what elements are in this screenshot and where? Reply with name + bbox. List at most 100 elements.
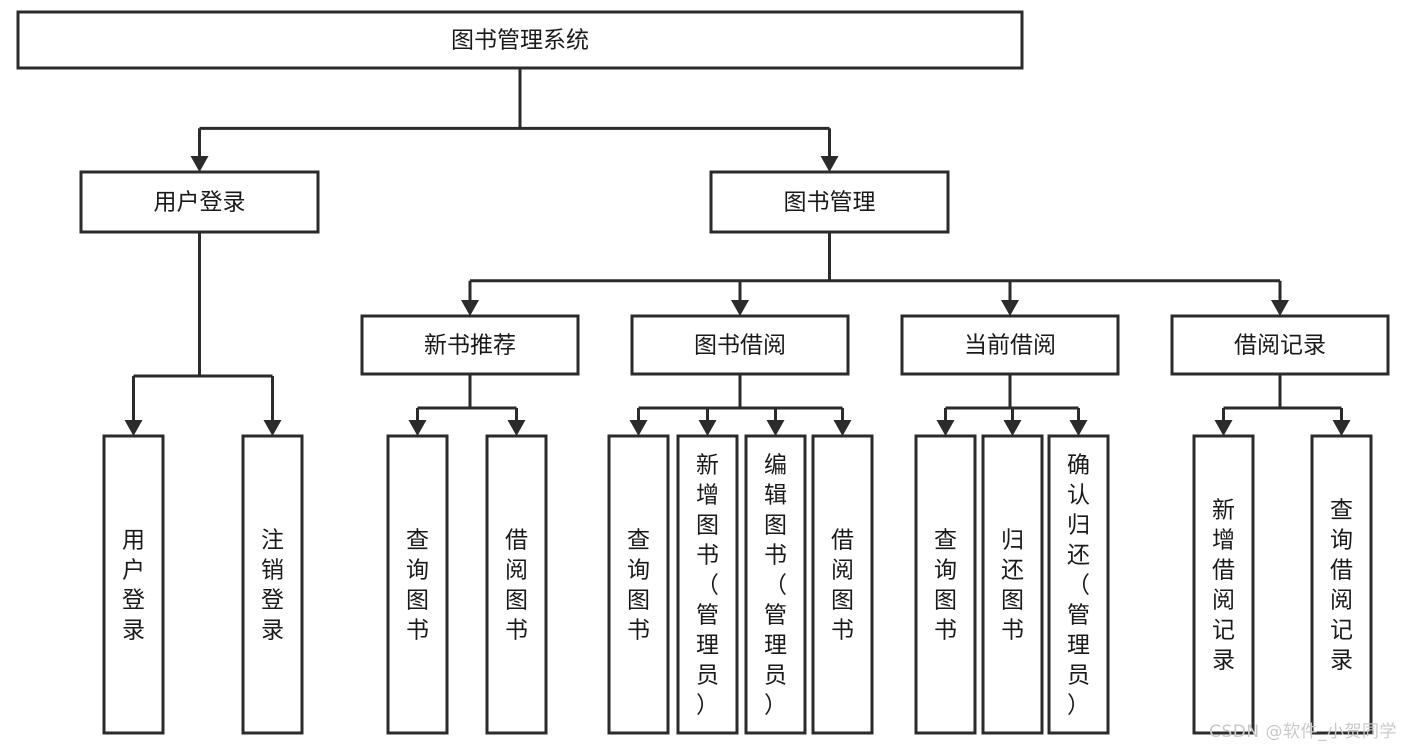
node-leaf-user-login[interactable]: 用户登录 xyxy=(102,434,165,735)
arrow-head-icon xyxy=(461,300,479,316)
node-label-char: 确 xyxy=(1067,452,1090,478)
arrow-head-icon xyxy=(408,420,427,436)
node-label-char: 书 xyxy=(406,617,429,643)
edge-group-newbook xyxy=(408,374,526,436)
node-label-char: 图 xyxy=(764,512,787,538)
node-label-char: 阅 xyxy=(505,557,528,583)
node-label-char: ） xyxy=(696,692,719,718)
node-label-char: 询 xyxy=(627,557,650,583)
node-label-char: 还 xyxy=(1067,542,1090,568)
node-label-char: 询 xyxy=(1330,527,1353,553)
node-box xyxy=(386,434,449,735)
arrow-head-icon xyxy=(1001,300,1019,316)
node-label-char: 阅 xyxy=(1212,587,1235,613)
node-label-char: 书 xyxy=(505,617,528,643)
node-label: 用户登录 xyxy=(154,190,246,216)
node-box xyxy=(630,314,850,376)
node-label-char: 理 xyxy=(696,632,719,658)
node-box xyxy=(360,314,580,376)
edge-group-records xyxy=(1214,374,1351,436)
node-label: 借阅记录 xyxy=(1234,333,1326,359)
arrow-head-icon xyxy=(263,420,282,436)
node-label-char: 用 xyxy=(122,527,145,553)
node-bookmgmt[interactable]: 图书管理 xyxy=(709,170,950,234)
node-label-char: 查 xyxy=(1330,497,1353,523)
node-box xyxy=(900,314,1120,376)
arrow-head-icon xyxy=(629,420,648,436)
node-label-char: ） xyxy=(1067,692,1090,718)
node-label-char: 查 xyxy=(627,527,650,553)
node-label-char: 新 xyxy=(1212,497,1235,523)
node-label-char: 查 xyxy=(934,527,957,553)
node-box xyxy=(709,170,950,234)
node-label-char: 登 xyxy=(261,587,284,613)
arrow-head-icon xyxy=(124,420,143,436)
node-root[interactable]: 图书管理系统 xyxy=(16,10,1024,70)
node-label-char: 查 xyxy=(406,527,429,553)
node-label-char: 借 xyxy=(1212,557,1235,583)
node-label-char: 图 xyxy=(627,587,650,613)
node-label-char: 辑 xyxy=(764,482,787,508)
node-label-char: 登 xyxy=(122,587,145,613)
arrow-head-icon xyxy=(1214,420,1233,436)
node-label-char: 理 xyxy=(1067,632,1090,658)
node-box xyxy=(676,434,739,735)
edge-group-login xyxy=(124,232,282,436)
node-label-char: 管 xyxy=(696,602,719,628)
arrow-head-icon xyxy=(766,420,785,436)
node-label-char: 借 xyxy=(1330,557,1353,583)
node-box xyxy=(1192,434,1255,735)
node-box xyxy=(79,170,320,234)
node-label: 图书管理 xyxy=(784,190,876,216)
node-label-char: 员 xyxy=(764,662,787,688)
node-label-char: 借 xyxy=(505,527,528,553)
node-label-char: （ xyxy=(764,572,787,598)
arrow-head-icon xyxy=(731,300,749,316)
node-current[interactable]: 当前借阅 xyxy=(900,314,1120,376)
node-label-char: 图 xyxy=(831,587,854,613)
arrow-head-icon xyxy=(507,420,526,436)
node-label-char: 借 xyxy=(831,527,854,553)
node-label-char: 询 xyxy=(934,557,957,583)
arrow-head-icon xyxy=(1069,420,1088,436)
node-label-char: 询 xyxy=(406,557,429,583)
node-login[interactable]: 用户登录 xyxy=(79,170,320,234)
arrow-head-icon xyxy=(1003,420,1022,436)
node-label-char: 增 xyxy=(1212,527,1235,553)
node-label-char: 记 xyxy=(1212,617,1235,643)
node-label: 图书管理系统 xyxy=(451,28,589,54)
node-label: 当前借阅 xyxy=(964,333,1056,359)
node-label-char: 图 xyxy=(406,587,429,613)
node-label-char: 录 xyxy=(1330,647,1353,673)
node-records[interactable]: 借阅记录 xyxy=(1170,314,1390,376)
node-box xyxy=(811,434,874,735)
connector-layer xyxy=(124,68,1351,436)
node-borrow[interactable]: 图书借阅 xyxy=(630,314,850,376)
node-label-char: 书 xyxy=(627,617,650,643)
node-label-char: 销 xyxy=(261,557,284,583)
arrow-head-icon xyxy=(698,420,717,436)
node-box xyxy=(1310,434,1373,735)
node-box xyxy=(981,434,1044,735)
node-label-char: 管 xyxy=(764,602,787,628)
node-label-char: 归 xyxy=(1067,512,1090,538)
node-label-char: 注 xyxy=(261,527,284,553)
node-box xyxy=(1047,434,1110,735)
arrow-head-icon xyxy=(833,420,852,436)
node-newbook[interactable]: 新书推荐 xyxy=(360,314,580,376)
node-label-char: 还 xyxy=(1001,557,1024,583)
node-label-char: 图 xyxy=(505,587,528,613)
